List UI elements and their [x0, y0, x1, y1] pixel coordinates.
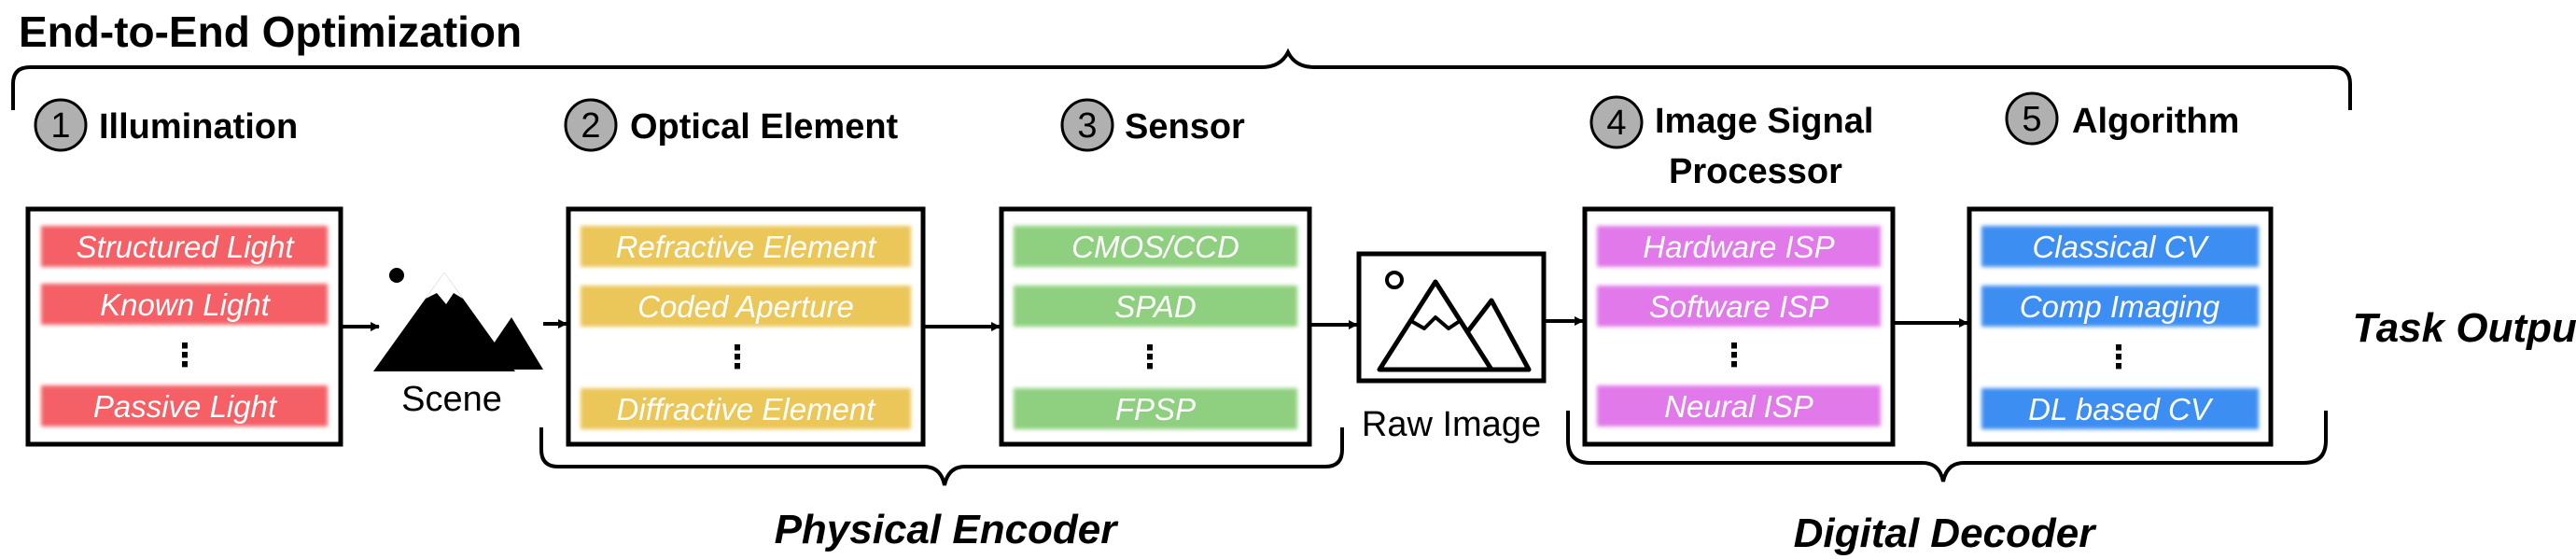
stage-2-item-2: Coded Aperture [637, 289, 854, 324]
stage-5-item-1: Classical CV [2032, 230, 2209, 264]
physical-encoder-brace [539, 427, 1344, 486]
stage-5-item-3: DL based CV [2028, 392, 2214, 426]
stage-1-item-1: Structured Light [77, 230, 296, 264]
stage-5-item-2-bar [1981, 286, 2259, 327]
stage-1-item-3: Passive Light [93, 389, 278, 424]
stage-4-ellipsis: ⋮ [1718, 338, 1750, 373]
stage-2-title: Optical Element [630, 107, 899, 147]
stage-3-item-3: FPSP [1115, 392, 1196, 426]
stage-5-item-3-bar [1981, 388, 2259, 429]
physical-encoder-label: Physical Encoder [775, 507, 1120, 552]
scene-mountain-icon [373, 268, 543, 371]
stage-5-number: 5 [2022, 100, 2041, 139]
stage-1-box: Structured Light Known Light ⋮ Passive L… [25, 206, 343, 447]
stage-2-box: Refractive Element Coded Aperture ⋮ Diff… [566, 206, 926, 447]
stage-4-item-3-bar [1597, 385, 1881, 426]
stage-2-item-2-bar [581, 286, 911, 327]
stage-1-title: Illumination [99, 107, 298, 147]
raw-image-label: Raw Image [1362, 405, 1541, 444]
scene-label: Scene [401, 380, 502, 419]
digital-decoder-label: Digital Decoder [1794, 510, 2098, 556]
stage-3-item-1: CMOS/CCD [1071, 230, 1239, 264]
stage-1-item-3-bar [41, 385, 328, 426]
stage-2-item-1: Refractive Element [616, 230, 878, 264]
stage-2-ellipsis: ⋮ [721, 340, 753, 375]
raw-image-icon [1356, 251, 1547, 384]
stage-5-ellipsis: ⋮ [2103, 340, 2135, 375]
stage-4-title-line-1: Image Signal [1655, 102, 1873, 141]
stage-2-number-badge [564, 98, 618, 152]
stage-4-item-3: Neural ISP [1664, 389, 1813, 424]
stage-4-item-1-bar [1597, 226, 1881, 267]
stage-1-number-badge [34, 98, 88, 152]
stage-2-number: 2 [581, 106, 600, 146]
stage-1-item-2: Known Light [100, 287, 271, 322]
stage-3-item-1-bar [1014, 226, 1297, 267]
stage-4-title-line-2: Processor [1669, 152, 1842, 191]
stage-1-ellipsis: ⋮ [169, 338, 201, 373]
stage-3-number: 3 [1077, 106, 1097, 146]
stage-4-number-badge [1589, 95, 1644, 149]
stage-2-item-3: Diffractive Element [617, 392, 877, 426]
stage-5-title: Algorithm [2072, 102, 2239, 141]
stage-3-item-3-bar [1014, 388, 1297, 429]
stage-2-item-3-bar [581, 388, 911, 429]
stage-4-item-2: Software ISP [1649, 289, 1829, 324]
stage-3-item-2-bar [1014, 286, 1297, 327]
stage-4-box: Hardware ISP Software ISP ⋮ Neural ISP [1582, 206, 1896, 447]
digital-decoder-brace [1566, 411, 2328, 482]
stage-3-number-badge [1060, 98, 1114, 152]
task-output-label: Task Output [2352, 305, 2576, 351]
stage-5-number-badge [2005, 91, 2059, 146]
stage-1-item-2-bar [41, 284, 328, 325]
stage-3-item-2: SPAD [1114, 289, 1196, 324]
stage-2-item-1-bar [581, 226, 911, 267]
stage-3-ellipsis: ⋮ [1134, 340, 1166, 375]
stage-1-number: 1 [50, 106, 70, 146]
stage-5-item-1-bar [1981, 226, 2259, 267]
stage-4-number: 4 [1606, 104, 1626, 143]
end-to-end-brace [11, 48, 2352, 110]
stage-4-item-1: Hardware ISP [1643, 230, 1834, 264]
stage-4-item-2-bar [1597, 286, 1881, 327]
diagram-title: End-to-End Optimization [19, 7, 522, 56]
stage-1-item-1-bar [41, 226, 328, 267]
stage-3-title: Sensor [1125, 107, 1245, 147]
stage-5-box: Classical CV Comp Imaging ⋮ DL based CV [1967, 206, 2274, 447]
stage-5-item-2: Comp Imaging [2020, 289, 2220, 324]
stage-3-box: CMOS/CCD SPAD ⋮ FPSP [999, 206, 1312, 447]
